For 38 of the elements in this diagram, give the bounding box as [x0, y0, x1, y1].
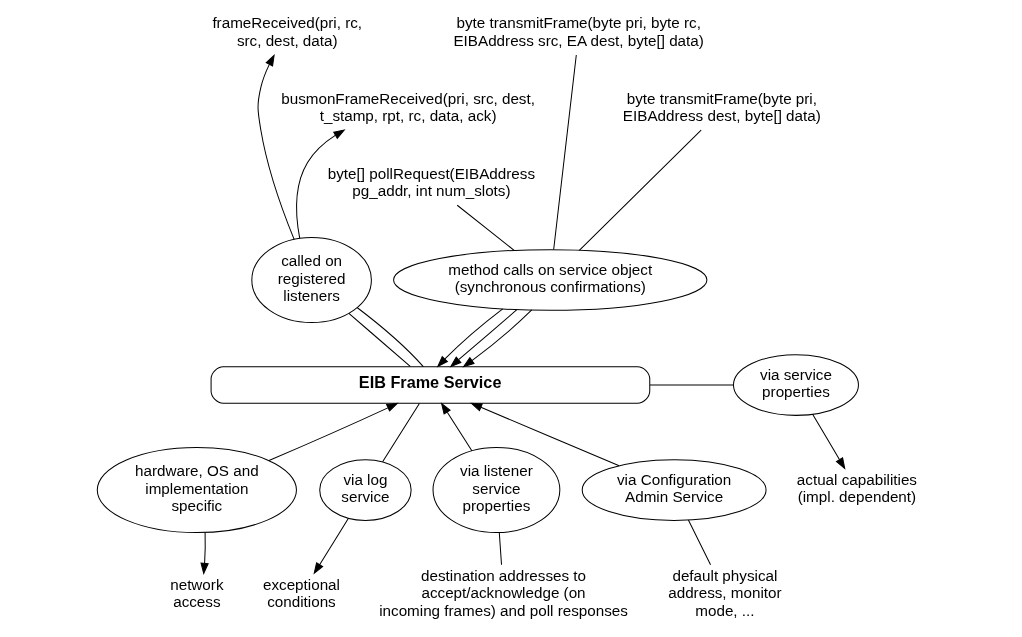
node-text: exceptional conditions [262, 575, 340, 611]
arrow [449, 309, 518, 368]
node-text: byte transmitFrame(byte pri, byte rc, EIBAddress src, EA dest, byte[] data) [453, 14, 704, 49]
arrow [462, 309, 533, 368]
node-box: EIB Frame Service [210, 366, 651, 404]
node-ellipse: method calls on service object (synchronous confirmations) [393, 249, 708, 311]
node-ellipse: hardware, OS and implementation specific [96, 446, 297, 534]
node-text: actual capabilities (impl. dependent) [796, 470, 917, 506]
node-ellipse: via listener service properties [432, 446, 561, 534]
node-text: byte transmitFrame(byte pri, EIBAddress dest, byte[] data) [622, 89, 821, 124]
connector [382, 403, 420, 463]
node-text: busmonFrameReceived(pri, src, dest, t_stamp, rpt, rc, data, ack) [281, 89, 535, 124]
connector [356, 307, 424, 368]
node-ellipse: called on registered listeners [251, 236, 372, 324]
arrow [257, 53, 295, 240]
arrow [268, 402, 399, 462]
connector [553, 54, 577, 250]
node-text: network access [170, 575, 224, 611]
node-text: default physical address, monitor mode, ... [668, 567, 782, 619]
node-ellipse: via service properties [733, 354, 859, 416]
arrow [296, 129, 346, 239]
connector [348, 312, 411, 367]
node-ellipse: via Configuration Admin Service [581, 459, 767, 521]
node-text: destination addresses to accept/acknowledge (on incoming frames) and poll responses [379, 567, 628, 619]
node-text: byte[] pollRequest(EIBAddress pg_addr, int num_slots) [327, 164, 536, 199]
connector [649, 384, 734, 386]
connector [578, 129, 702, 251]
node-text: frameReceived(pri, rc, src, dest, data) [212, 14, 363, 49]
arrow [436, 308, 504, 368]
connector [498, 532, 503, 566]
connector [687, 519, 712, 566]
arrow [440, 402, 473, 452]
arrow [470, 402, 620, 467]
connector [456, 204, 515, 251]
node-ellipse: via log service [319, 459, 412, 521]
arrow [812, 413, 846, 470]
arrow [200, 531, 209, 575]
arrow [313, 517, 349, 575]
